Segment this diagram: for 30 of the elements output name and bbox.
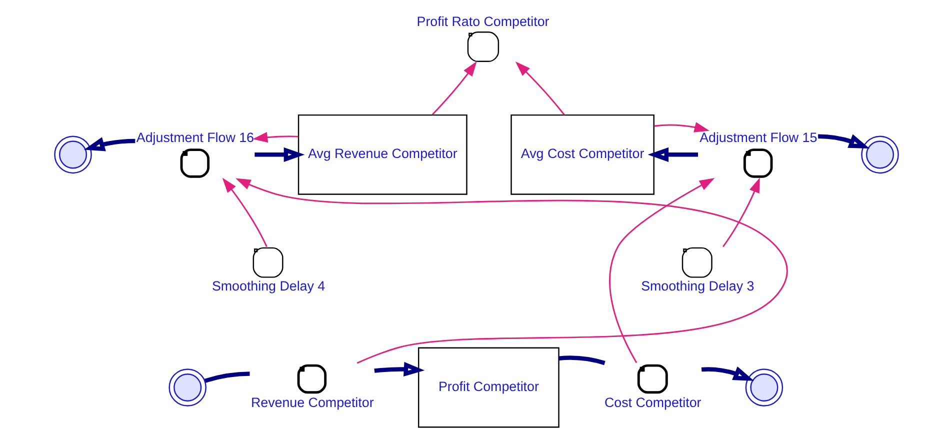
- arrow: [654, 122, 710, 132]
- node-cloud: [168, 368, 206, 406]
- arrow: [374, 361, 424, 376]
- node-box: Profit Competitor: [417, 346, 559, 428]
- arrow: [235, 178, 787, 364]
- arrow: [722, 176, 760, 247]
- arrow: [431, 60, 476, 115]
- node-label: Smoothing Delay 3: [640, 278, 754, 293]
- arrow: [700, 366, 754, 380]
- node-label: Adjustment Flow 16: [136, 130, 254, 145]
- node-box: Avg Cost Competitor: [510, 114, 654, 194]
- node-label: Adjustment Flow 15: [699, 130, 817, 145]
- node-cloud: [860, 135, 898, 174]
- arrow: [222, 177, 267, 246]
- node-box: Avg Revenue Competitor: [297, 114, 467, 194]
- connector: [558, 355, 605, 365]
- arrow: [608, 178, 714, 363]
- node-label: Smoothing Delay 4: [211, 278, 325, 293]
- node-label: Profit Rato Competitor: [416, 13, 549, 28]
- arrow: [818, 134, 870, 148]
- node-label: Revenue Competitor: [250, 394, 374, 410]
- node-cloud: [744, 368, 783, 406]
- arrow: [647, 146, 698, 162]
- arrow: [83, 136, 135, 151]
- arrow: [514, 61, 564, 115]
- arrow: [252, 132, 298, 142]
- arrow: [254, 146, 304, 162]
- node-cloud: [54, 135, 92, 174]
- connector: [204, 371, 250, 382]
- node-label: Cost Competitor: [604, 394, 701, 410]
